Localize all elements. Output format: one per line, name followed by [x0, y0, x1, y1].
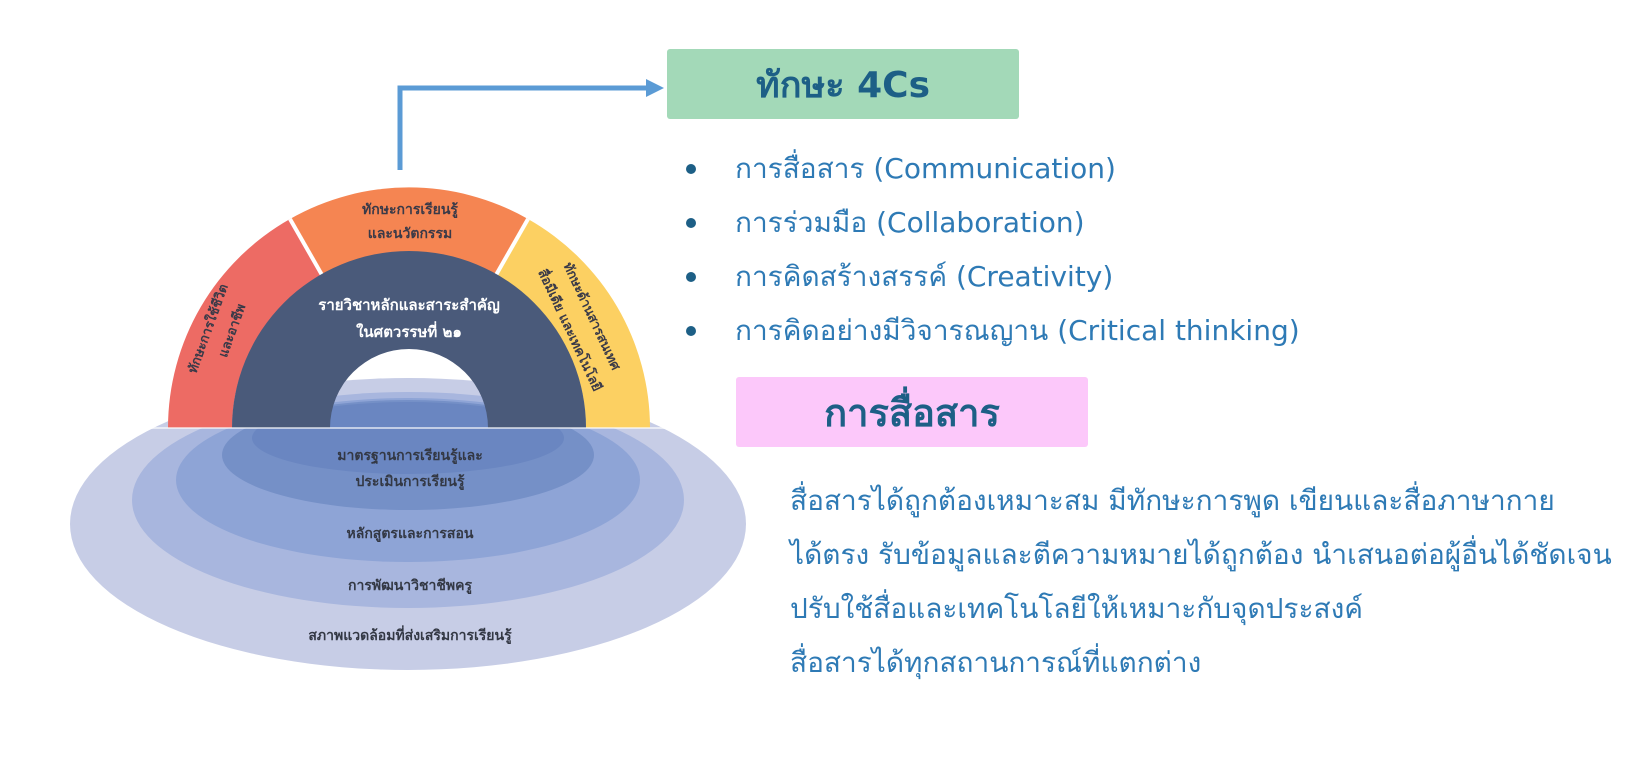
- bullet-dot-icon: [686, 272, 696, 282]
- title-4cs: ทักษะ 4Cs: [755, 64, 931, 106]
- bullet-text: การสื่อสาร (Communication): [735, 152, 1116, 185]
- inner-arc-label-line2: ในศตวรรษที่ ๒๑: [356, 321, 462, 341]
- subtitle-communication-box: การสื่อสาร: [736, 377, 1088, 447]
- arc-top-label-line1: ทักษะการเรียนรู้: [362, 202, 458, 218]
- layer-standards-label-line2: ประเมินการเรียนรู้: [356, 474, 465, 490]
- description-line: ได้ตรง รับข้อมูลและตีความหมายได้ถูกต้อง …: [790, 538, 1612, 571]
- arc-top-label-line2: และนวัตกรรม: [368, 226, 452, 242]
- title-4cs-box: ทักษะ 4Cs: [667, 49, 1019, 119]
- bullet-dot-icon: [686, 326, 696, 336]
- bullet-item: การคิดอย่างมีวิจารณญาน (Critical thinkin…: [680, 304, 1300, 358]
- skills-bullet-list: การสื่อสาร (Communication) การร่วมมือ (C…: [680, 142, 1300, 358]
- bullet-dot-icon: [686, 218, 696, 228]
- inner-arc-label: รายวิชาหลักและสาระสำคัญ ในศตวรรษที่ ๒๑: [318, 296, 500, 341]
- arrow-head-icon: [646, 79, 664, 97]
- arc-top-label: ทักษะการเรียนรู้ และนวัตกรรม: [362, 202, 458, 242]
- bullet-item: การสื่อสาร (Communication): [680, 142, 1300, 196]
- subtitle-communication: การสื่อสาร: [824, 390, 1000, 435]
- bullet-item: การคิดสร้างสรรค์ (Creativity): [680, 250, 1300, 304]
- arc-learning-innovation-segment: [290, 187, 528, 275]
- bullet-text: การคิดอย่างมีวิจารณญาน (Critical thinkin…: [735, 314, 1300, 347]
- bullet-item: การร่วมมือ (Collaboration): [680, 196, 1300, 250]
- bullet-dot-icon: [686, 164, 696, 174]
- arrow-connector: [397, 85, 646, 170]
- arc-information-media-tech-segment: [496, 219, 650, 428]
- description-line: สื่อสารได้ถูกต้องเหมาะสม มีทักษะการพูด เ…: [790, 484, 1555, 517]
- layer-professional-label: การพัฒนาวิชาชีพครู: [348, 578, 472, 594]
- inner-arc-label-line1: รายวิชาหลักและสาระสำคัญ: [318, 296, 500, 314]
- layer-standards-label-line1: มาตรฐานการเรียนรู้และ: [337, 448, 482, 465]
- arc-core-subjects-segment: [232, 251, 586, 428]
- communication-description: สื่อสารได้ถูกต้องเหมาะสม มีทักษะการพูด เ…: [790, 474, 1620, 690]
- description-line: ปรับใช้สื่อและเทคโนโลยีให้เหมาะกับจุดประ…: [790, 592, 1363, 625]
- layer-environment-label: สภาพแวดล้อมที่ส่งเสริมการเรียนรู้: [308, 625, 512, 644]
- description-line: สื่อสารได้ทุกสถานการณ์ที่แตกต่าง: [790, 646, 1202, 679]
- layer-curriculum-label: หลักสูตรและการสอน: [347, 526, 474, 542]
- arc-life-career-segment: [168, 219, 322, 428]
- bullet-text: การคิดสร้างสรรค์ (Creativity): [735, 260, 1114, 293]
- bullet-text: การร่วมมือ (Collaboration): [735, 206, 1085, 239]
